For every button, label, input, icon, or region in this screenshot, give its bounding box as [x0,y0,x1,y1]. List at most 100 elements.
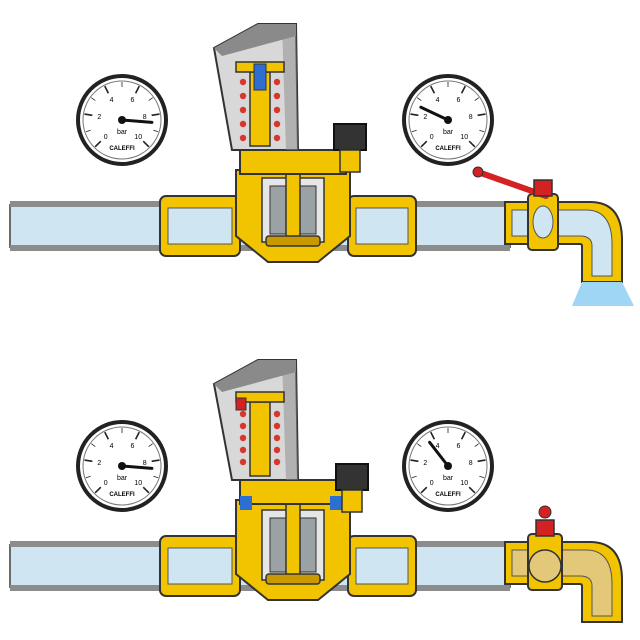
top-reducer-bonnet [212,23,300,151]
gauge-tick [474,97,479,101]
gauge-tick-label: 0 [430,134,434,141]
gauge-tick [411,475,417,479]
gauge-tick [153,129,159,133]
gauge-tick [430,85,436,94]
gauge-tick-label: 0 [104,134,108,141]
gauge-tick-label: 10 [460,480,468,487]
gauge-tick [468,140,476,148]
gauge-tick [417,97,422,101]
bottom-gauge-port [335,463,369,513]
gauge-tick-label: 10 [134,134,142,141]
gauge-tick-label: 10 [460,134,468,141]
gauge-brand-label: CALEFFI [109,492,135,498]
gauge-tick [460,431,466,440]
gauge-tick-label: 0 [104,480,108,487]
gauge-tick-label: 6 [130,97,134,104]
gauge-brand-label: CALEFFI [109,146,135,152]
top-outlet-elbow [504,193,623,283]
gauge-tick-label: 2 [97,114,101,121]
gauge-tick-label: 6 [130,443,134,450]
gauge-tick-label: 4 [110,97,114,104]
gauge-tick [479,129,485,133]
top-inlet-fitting [159,195,241,257]
gauge-tick [142,140,150,148]
bottom-assembly: 0 2 4 6 8 10 bar CALEFFI 0 2 4 6 8 10 bar CALEFFI [9,359,623,623]
bottom-outlet-elbow [504,533,623,623]
bottom-reducer-body [235,479,351,601]
gauge-tick-label: 4 [436,443,440,450]
gauge-tick [151,459,160,463]
gauge-tick [410,459,419,463]
gauge-tick [477,113,486,117]
gauge-tick-label: 8 [469,460,473,467]
gauge-tick-label: 8 [143,460,147,467]
gauge-brand-label: CALEFFI [435,492,461,498]
gauge-tick [142,486,150,494]
gauge-tick [411,129,417,133]
top-reducer-body [235,149,351,263]
gauge-needle [428,440,450,468]
top-gauge-port [333,123,367,173]
gauge-tick [479,475,485,479]
gauge-needle [120,464,154,470]
bottom-ball-valve-handle[interactable] [535,505,555,537]
gauge-tick [94,140,102,148]
gauge-tick [104,431,110,440]
gauge-tick [420,140,428,148]
gauge-tick [151,113,160,117]
bottom-upstream-gauge: 0 2 4 6 8 10 bar CALEFFI [76,420,168,512]
gauge-tick-label: 8 [143,114,147,121]
gauge-needle [120,118,154,124]
gauge-tick [468,486,476,494]
gauge-tick [153,475,159,479]
gauge-tick-label: 8 [469,114,473,121]
bottom-outlet-fitting [347,535,417,597]
bottom-spring [239,410,281,466]
gauge-tick [84,459,93,463]
gauge-brand-label: CALEFFI [435,146,461,152]
top-ball-valve-handle[interactable] [472,166,553,199]
gauge-needle [419,105,450,122]
gauge-unit-label: bar [443,475,454,482]
gauge-tick-label: 0 [430,480,434,487]
gauge-tick [91,443,96,447]
gauge-tick [477,459,486,463]
gauge-tick [148,443,153,447]
gauge-tick [417,443,422,447]
gauge-unit-label: bar [117,129,128,136]
gauge-tick-label: 4 [436,97,440,104]
gauge-tick [410,113,419,117]
gauge-tick [104,85,110,94]
gauge-tick [460,85,466,94]
bottom-downstream-gauge: 0 2 4 6 8 10 bar CALEFFI [402,420,494,512]
gauge-tick [85,475,91,479]
gauge-unit-label: bar [443,129,454,136]
top-downstream-gauge: 0 2 4 6 8 10 bar CALEFFI [402,74,494,166]
gauge-tick-label: 2 [97,460,101,467]
top-assembly: 0 2 4 6 8 10 bar CALEFFI 0 2 4 6 8 10 bar CALEFFI [9,23,634,306]
gauge-tick [430,431,436,440]
gauge-tick [134,431,140,440]
gauge-tick-label: 6 [456,97,460,104]
top-spring [239,78,281,142]
gauge-tick [94,486,102,494]
gauge-tick-label: 2 [423,114,427,121]
top-outlet-fitting [347,195,417,257]
bottom-inlet-fitting [159,535,241,597]
gauge-tick [85,129,91,133]
gauge-tick-label: 4 [110,443,114,450]
gauge-tick [91,97,96,101]
gauge-tick [134,85,140,94]
gauge-tick-label: 6 [456,443,460,450]
gauge-tick [420,486,428,494]
gauge-unit-label: bar [117,475,128,482]
gauge-tick [148,97,153,101]
gauge-tick-label: 2 [423,460,427,467]
top-upstream-gauge: 0 2 4 6 8 10 bar CALEFFI [76,74,168,166]
bottom-reducer-bonnet [212,359,300,481]
gauge-tick [84,113,93,117]
gauge-tick [474,443,479,447]
top-water-spray [572,282,634,306]
gauge-tick-label: 10 [134,480,142,487]
